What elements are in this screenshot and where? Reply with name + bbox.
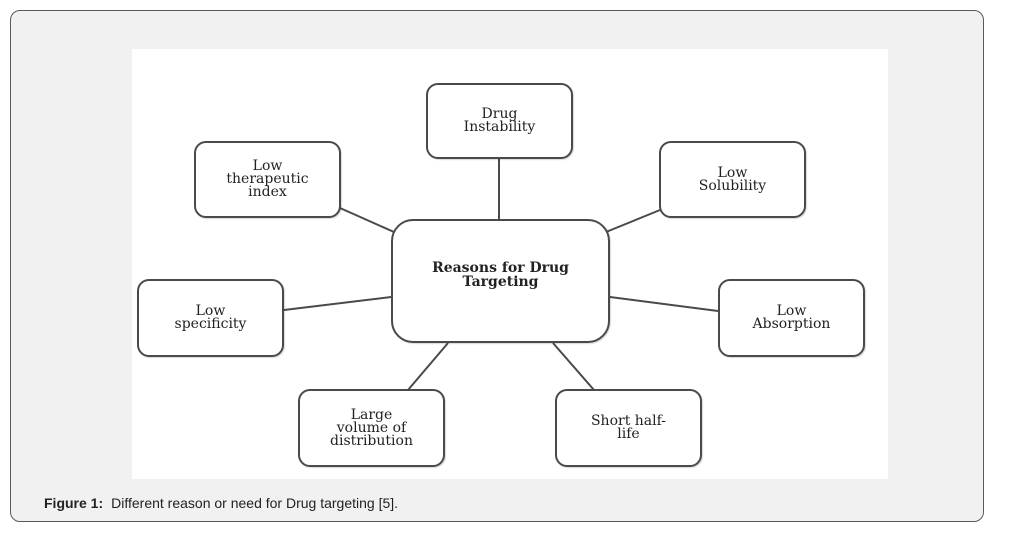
- connector-lines: [283, 159, 719, 391]
- node-low-therapeutic-index: Low therapeutic index: [194, 141, 341, 218]
- node-short-half-life: Short half- life: [555, 389, 702, 467]
- connector-bottom-right: [552, 342, 595, 391]
- connector-left: [283, 296, 392, 311]
- caption-label: Figure 1:: [44, 495, 104, 511]
- connector-bottom-left: [407, 342, 449, 391]
- diagram-canvas: Reasons for Drug Targeting Drug Instabil…: [132, 49, 888, 479]
- node-low-absorption: Low Absorption: [718, 279, 865, 357]
- figure-caption: Figure 1: Different reason or need for Dr…: [44, 495, 398, 511]
- node-large-volume-of-distribution: Large volume of distribution: [298, 389, 445, 467]
- node-low-specificity: Low specificity: [137, 279, 284, 357]
- caption-text: Different reason or need for Drug target…: [111, 495, 399, 511]
- figure-frame: Reasons for Drug Targeting Drug Instabil…: [10, 10, 984, 522]
- center-node: Reasons for Drug Targeting: [391, 219, 610, 343]
- node-low-solubility: Low Solubility: [659, 141, 806, 218]
- node-drug-instability: Drug Instability: [426, 83, 573, 159]
- connector-top-left: [339, 207, 395, 233]
- connector-top-right: [605, 209, 661, 233]
- connector-right: [609, 296, 719, 312]
